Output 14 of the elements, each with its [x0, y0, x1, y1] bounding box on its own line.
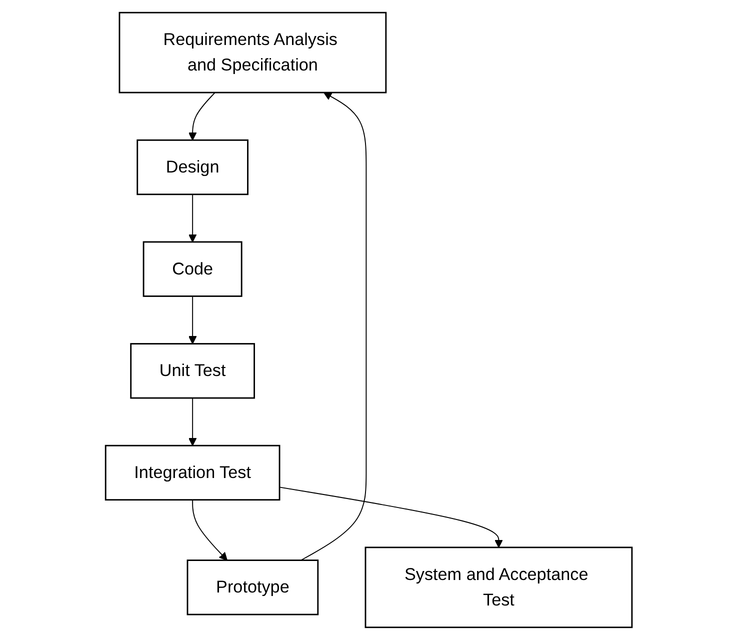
- node-box: Integration Test: [105, 444, 280, 500]
- arrow: [188, 193, 197, 242]
- arrow: [279, 486, 504, 548]
- node-box: Requirements Analysis and Specification: [118, 11, 387, 93]
- arrow: [188, 397, 197, 446]
- node-box: Design: [136, 138, 249, 195]
- arrow: [188, 295, 197, 344]
- node-box: System and Acceptance Test: [365, 546, 633, 628]
- node-box: Unit Test: [130, 342, 256, 398]
- node-box: Prototype: [187, 559, 319, 615]
- arrow: [300, 92, 367, 560]
- node-box: Code: [143, 240, 243, 296]
- arrow: [192, 498, 228, 560]
- arrow: [188, 92, 216, 140]
